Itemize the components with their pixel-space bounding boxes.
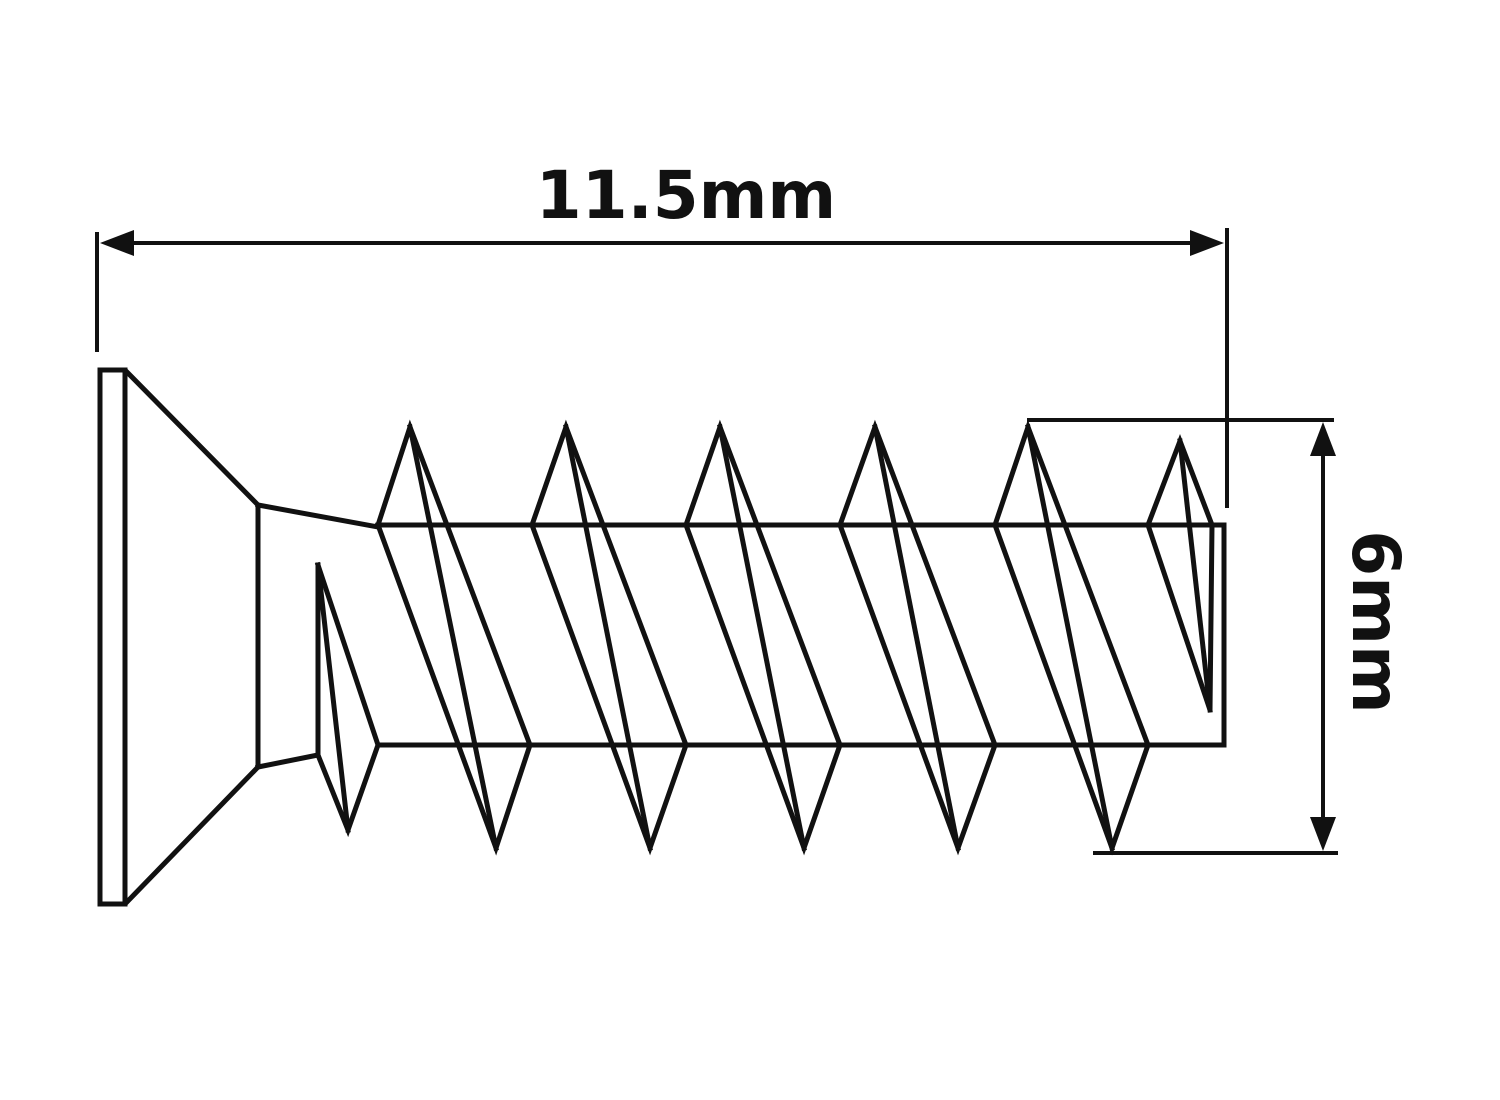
length-dimension: 11.5mm xyxy=(95,157,1229,508)
screw-shank xyxy=(375,522,1227,748)
length-label: 11.5mm xyxy=(536,157,836,234)
arrow-down-icon xyxy=(1310,817,1336,851)
arrow-right-icon xyxy=(1190,230,1224,256)
screw-threads xyxy=(314,419,1215,856)
screw-head xyxy=(97,367,381,907)
arrow-left-icon xyxy=(100,230,134,256)
diameter-label: 6mm xyxy=(1337,530,1414,713)
arrow-up-icon xyxy=(1310,422,1336,456)
diameter-dimension: 6mm xyxy=(1027,418,1414,855)
